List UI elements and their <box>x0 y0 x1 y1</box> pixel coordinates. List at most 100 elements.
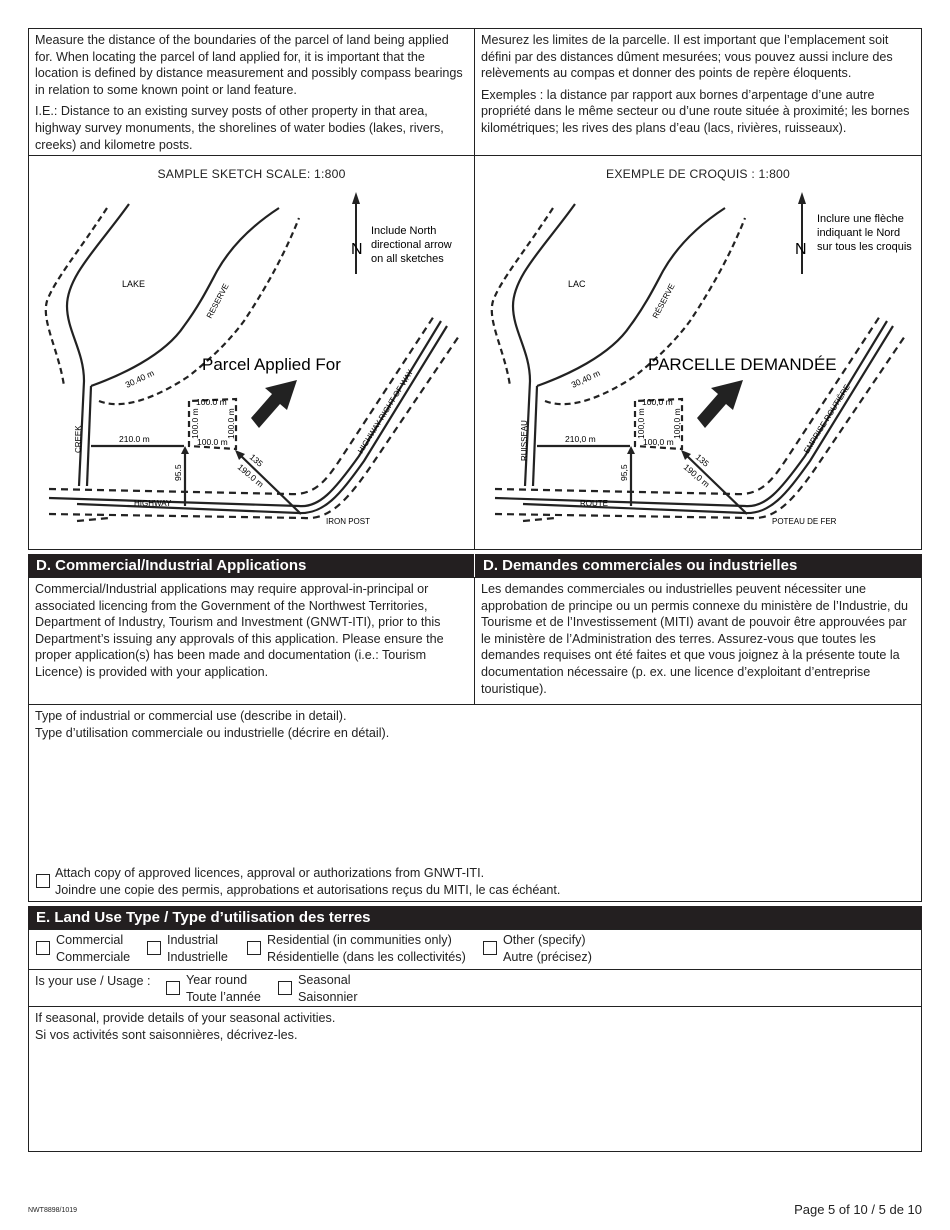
measure-955-arrow <box>181 446 189 454</box>
intro-en-paragraph-1: Measure the distance of the boundaries o… <box>35 33 463 97</box>
row-label: HIGHWAY RIGHT OF WAY <box>356 367 415 455</box>
creek-label: CREEK <box>74 425 83 453</box>
intro-english: Measure the distance of the boundaries o… <box>29 29 475 155</box>
land-use-commercial-checkbox[interactable] <box>36 941 50 955</box>
parcel-label-fr: PARCELLE DEMANDÉE <box>648 355 837 374</box>
land-use-residential-fr: Résidentielle (dans les collectivités) <box>267 949 466 964</box>
dist-955-label-fr: 95,5 <box>619 464 629 481</box>
north-note-2: directional arrow <box>371 239 452 251</box>
intro-fr-paragraph-2: Exemples : la distance par rapport aux b… <box>481 87 910 135</box>
sketch-french: EXEMPLE DE CROQUIS : 1:800 <box>475 156 921 549</box>
industrial-use-label: Type of industrial or commercial use (de… <box>29 705 921 744</box>
dist-955-label: 95.5 <box>173 464 183 481</box>
usage-seasonal-fr: Saisonnier <box>298 989 358 1004</box>
north-note-fr-3: sur tous les croquis <box>817 241 912 253</box>
parcel-boundary <box>187 397 238 451</box>
seasonal-details-label: If seasonal, provide details of your sea… <box>29 1007 921 1046</box>
seasonal-details-field[interactable]: If seasonal, provide details of your sea… <box>28 1006 922 1152</box>
parcel-arrow-fr <box>697 380 743 428</box>
measure-135-arrow <box>235 450 245 460</box>
sketch-title-fr: EXEMPLE DE CROQUIS : 1:800 <box>605 167 790 181</box>
parcel-label: Parcel Applied For <box>202 355 341 374</box>
section-d-body-en: Commercial/Industrial applications may r… <box>29 578 475 704</box>
highway-edge-top <box>48 315 435 496</box>
section-e-header: E. Land Use Type / Type d’utilisation de… <box>28 906 922 930</box>
lake-label-fr: LAC <box>568 279 586 289</box>
dist-right-label-fr: 100,0 m <box>672 408 682 439</box>
highway-label-fr: ROUTE <box>580 499 608 508</box>
north-arrow <box>352 192 360 274</box>
section-d-body: Commercial/Industrial applications may r… <box>28 577 922 705</box>
dist-bottom-label-fr: 100,0 m <box>643 437 674 447</box>
industrial-use-label-en: Type of industrial or commercial use (de… <box>35 709 347 723</box>
measure-135 <box>238 453 302 515</box>
land-use-other-en: Other (specify) <box>503 933 586 947</box>
reserve-line <box>90 207 280 388</box>
usage-year-round-en: Year round <box>186 973 248 987</box>
iron-post-label: IRON POST <box>326 517 370 526</box>
page-number: Page 5 of 10 / 5 de 10 <box>794 1202 922 1217</box>
land-use-industrial-en: Industrial <box>167 933 219 947</box>
lake-label: LAKE <box>122 279 145 289</box>
attach-licences-label-en: Attach copy of approved licences, approv… <box>55 866 485 880</box>
north-note-fr-1: Inclure une flèche <box>817 213 904 225</box>
dist-top-label: 100.0 m <box>196 397 227 407</box>
form-code: NWT8898/1019 <box>28 1207 78 1214</box>
usage-row: Is your use / Usage : Year round Toute l… <box>28 969 922 1007</box>
dist-210-label: 210.0 m <box>119 434 150 444</box>
usage-year-round-checkbox[interactable] <box>166 981 180 995</box>
attach-licences-label-fr: Joindre une copie des permis, approbatio… <box>55 882 561 897</box>
usage-seasonal-en: Seasonal <box>298 973 351 987</box>
north-note-fr-2: indiquant le Nord <box>817 227 900 239</box>
creek-bank-right <box>85 385 93 487</box>
north-letter-fr: N <box>795 241 807 258</box>
creek-label-fr: RUISSEAU <box>520 420 529 461</box>
land-use-commercial-en: Commercial <box>56 933 124 947</box>
highway-lower-dash <box>76 516 110 523</box>
seasonal-details-value[interactable] <box>35 1047 915 1145</box>
highway-edge-mid1 <box>48 320 442 508</box>
industrial-use-field[interactable]: Type of industrial or commercial use (de… <box>28 704 922 902</box>
north-arrow-fr <box>798 192 806 274</box>
usage-seasonal-checkbox[interactable] <box>278 981 292 995</box>
industrial-use-label-fr: Type d’utilisation commerciale ou indust… <box>35 725 390 740</box>
dist-right-label: 100.0 m <box>226 408 236 439</box>
land-use-other-checkbox[interactable] <box>483 941 497 955</box>
land-use-residential-checkbox[interactable] <box>247 941 261 955</box>
sketch-title: SAMPLE SKETCH SCALE: 1:800 <box>157 167 346 181</box>
attach-licences-checkbox[interactable] <box>36 874 50 888</box>
land-use-other-fr: Autre (précisez) <box>503 949 592 964</box>
section-d-title-fr: D. Demandes commerciales ou industrielle… <box>474 554 797 578</box>
highway-label: HIGHWAY <box>134 499 172 508</box>
usage-label: Is your use / Usage : <box>35 974 151 988</box>
land-use-residential-en: Residential (in communities only) <box>267 933 452 947</box>
section-e-title: E. Land Use Type / Type d’utilisation de… <box>36 909 371 926</box>
land-use-industrial-checkbox[interactable] <box>147 941 161 955</box>
north-letter: N <box>351 241 363 258</box>
row-label-fr: EMPRISE ROUTIÈRE <box>802 383 852 455</box>
dist-bottom-label: 100.0 m <box>197 437 228 447</box>
dist-top-label-fr: 100,0 m <box>642 397 673 407</box>
industrial-use-value[interactable] <box>35 745 915 860</box>
intro-fr-paragraph-1: Mesurez les limites de la parcelle. Il e… <box>481 33 893 81</box>
section-d-header: D. Commercial/Industrial Applications D.… <box>28 554 922 578</box>
north-note-1: Include North <box>371 225 436 237</box>
dist-210-label-fr: 210,0 m <box>565 434 596 444</box>
intro-box: Measure the distance of the boundaries o… <box>28 28 922 156</box>
seasonal-details-label-en: If seasonal, provide details of your sea… <box>35 1011 336 1025</box>
creek-bank-left <box>65 203 130 487</box>
sample-sketch-diagram: N Include North directional arrow on all… <box>44 192 460 526</box>
dist-left-label: 100.0 m <box>190 408 200 439</box>
usage-year-round-fr: Toute l’année <box>186 989 261 1004</box>
land-use-type-row: Commercial Commerciale Industrial Indust… <box>28 929 922 970</box>
iron-post-label-fr: POTEAU DE FER <box>772 517 837 526</box>
section-d-body-fr: Les demandes commerciales ou industriell… <box>481 582 909 696</box>
north-note-3: on all sketches <box>371 253 444 265</box>
parcel-arrow <box>251 380 297 428</box>
lake-shore-west <box>44 207 108 387</box>
land-use-industrial-fr: Industrielle <box>167 949 228 964</box>
sketch-box: SAMPLE SKETCH SCALE: 1:800 <box>28 155 922 550</box>
sketch-english: SAMPLE SKETCH SCALE: 1:800 <box>29 156 475 549</box>
land-use-commercial-fr: Commerciale <box>56 949 131 964</box>
section-d-title-en: D. Commercial/Industrial Applications <box>36 557 307 574</box>
